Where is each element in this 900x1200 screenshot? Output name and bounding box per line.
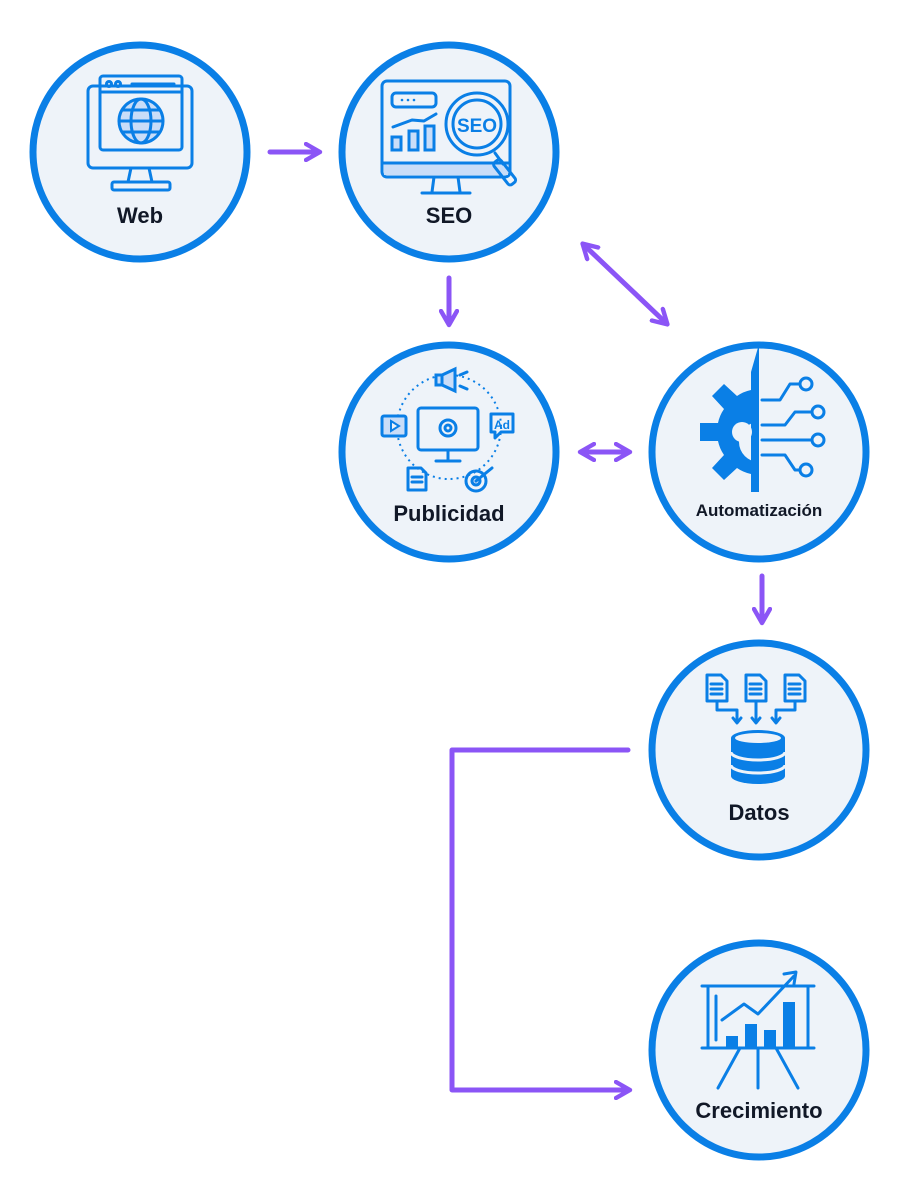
node-label: Web: [117, 203, 163, 228]
monitor-globe-icon: [86, 74, 194, 192]
node-web: Web: [29, 41, 251, 263]
arrow-seo-automatizacion: [584, 245, 666, 323]
growth-chart-board-icon: [700, 970, 816, 1090]
node-label: Automatización: [696, 501, 823, 520]
node-datos: Datos: [648, 639, 870, 861]
advertising-cycle-icon: Ad: [380, 366, 515, 493]
documents-database-icon: [705, 673, 807, 784]
gear-circuit-icon: [700, 344, 826, 492]
node-seo: SEO SEO: [338, 41, 560, 263]
node-label: Crecimiento: [695, 1098, 822, 1123]
node-automatizacion: Automatización: [648, 341, 870, 563]
seo-monitor-magnifier-icon: SEO: [380, 79, 518, 195]
node-label: Publicidad: [393, 501, 504, 526]
node-label: Datos: [728, 800, 789, 825]
seo-icon-text: SEO: [457, 116, 497, 137]
node-crecimiento: Crecimiento: [648, 939, 870, 1161]
node-label: SEO: [426, 203, 472, 228]
arrow-datos-to-crecimiento: [449, 747, 628, 1090]
ad-icon-text: Ad: [494, 418, 510, 432]
node-publicidad: Ad Publicidad: [338, 341, 560, 563]
